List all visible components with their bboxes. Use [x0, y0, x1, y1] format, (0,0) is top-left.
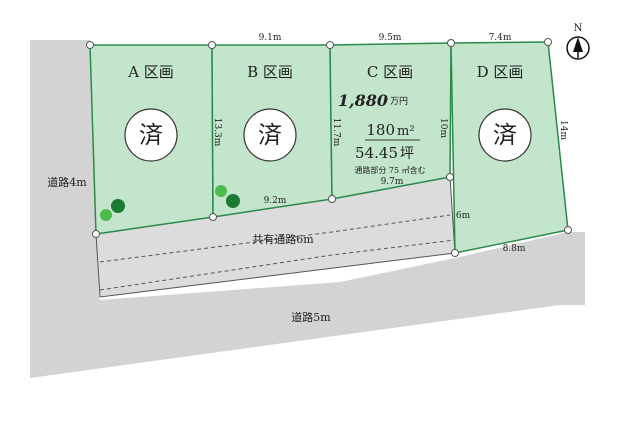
dim-b-bottom: 9.2m [264, 196, 287, 206]
lot-c-area-tsubo: 54.45 [355, 144, 398, 162]
dim-c-bottom: 9.7m [381, 177, 404, 187]
road-bottom [30, 232, 585, 378]
lot-c-area-sqm: 180 [366, 121, 395, 139]
road-bottom-label: 道路5m [291, 310, 331, 324]
lot-a-label: A 区画 [127, 63, 174, 81]
lot-b-status: 済 [258, 121, 282, 149]
dim-c-top: 9.5m [379, 33, 402, 43]
north-compass-icon [566, 36, 590, 60]
dim-b-left: 13.3m [212, 118, 222, 147]
tree-icons [100, 185, 240, 221]
lot-b-label: B 区画 [247, 63, 293, 81]
dim-c-left: 11.7m [331, 118, 341, 147]
sold-markers [124, 108, 532, 162]
lot-c-price: 1,880 [338, 91, 388, 110]
passage-dashed-1 [99, 214, 451, 263]
compass-label: N [574, 23, 583, 34]
dim-d-top: 7.4m [489, 33, 512, 43]
lot-c-price-unit: 万円 [390, 96, 408, 107]
dim-d-bottom: 8.8m [503, 244, 526, 254]
dim-d-left-lower: 6m [456, 211, 471, 221]
dim-ab-top: 9.1m [259, 33, 282, 43]
shared-passage-label: 共有通路6m [252, 232, 314, 246]
road-left-label: 道路4m [47, 175, 87, 189]
lot-a-status: 済 [139, 121, 163, 149]
road-left [30, 40, 100, 330]
lot-c-note: 通路部分 75 ㎡含む [354, 165, 425, 175]
dim-c-right: 10m [438, 118, 448, 138]
lot-d-status: 済 [493, 121, 517, 149]
lot-c-area-sqm-unit: m² [397, 124, 415, 139]
lot-c-area-tsubo-unit: 坪 [400, 146, 414, 162]
lot-d-label: D 区画 [477, 63, 524, 81]
lot-c-label: C 区画 [367, 63, 413, 81]
passage-dashed-2 [99, 239, 456, 291]
corner-markers [86, 38, 572, 257]
dim-d-right: 14m [558, 120, 568, 140]
